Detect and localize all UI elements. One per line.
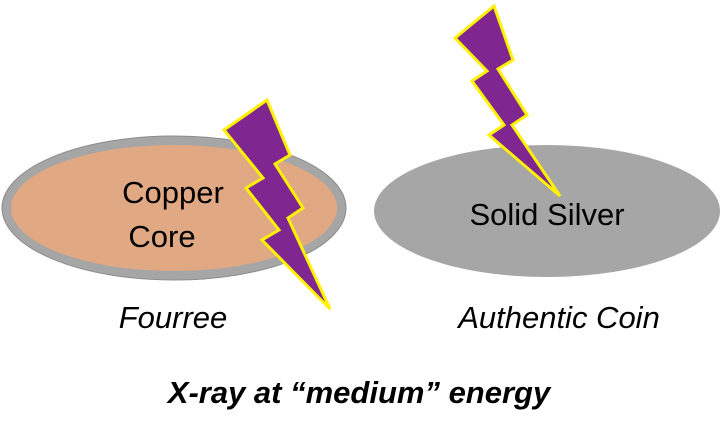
xray-caption: X-ray at “medium” energy <box>166 375 552 410</box>
fourree-label: Fourree <box>119 300 228 335</box>
copper-core-label-line2: Core <box>128 219 195 254</box>
lightning-bolt-icon <box>221 97 332 311</box>
authentic-silver-disc <box>374 145 720 277</box>
authentic-coin: Solid Silver <box>374 145 720 277</box>
fourree-copper-core <box>11 145 337 271</box>
copper-core-label-line1: Copper <box>122 175 224 210</box>
lightning-bolt-icon <box>452 3 562 198</box>
authentic-coin-label: Authentic Coin <box>456 300 660 335</box>
solid-silver-label: Solid Silver <box>469 197 624 232</box>
